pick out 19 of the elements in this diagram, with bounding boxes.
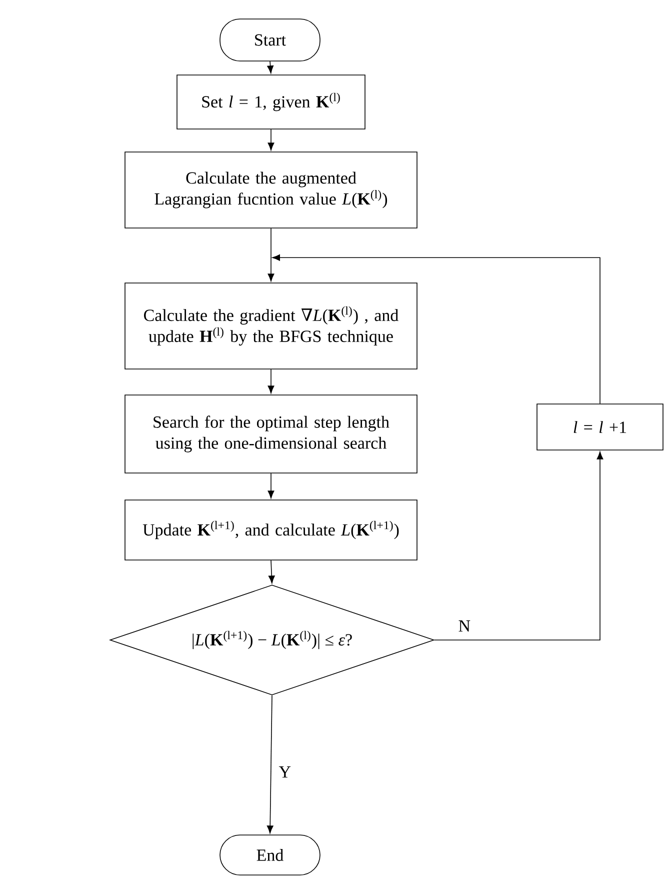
arrow [268,560,275,584]
terminal-box: Start [220,18,320,62]
edge-label: Y [278,765,292,779]
edge-label: N [457,619,472,633]
arrow [434,452,604,640]
arrow [268,369,274,394]
terminal-box: End [220,834,320,876]
process-box: Calculate the gradient ∇L(K$^{(l)}$) , and update H$^{(l)}$ by the BFGS technique [124,282,418,370]
arrow [272,254,600,404]
process-box: Update K$^{(l+1)}$, and calculate L(K$^{(l+1)}$) [124,500,418,560]
arrow [266,695,274,834]
process-box: Search for the optimal step length using the one-dimensional search [124,394,418,474]
process-box: l = l +1 [536,404,664,450]
arrow [268,473,274,498]
process-box: Calculate the augmented Lagrangian fucntion value L(K$^{(l)}$) [124,152,418,228]
arrow [268,228,274,282]
arrow [267,61,274,74]
process-box: Set l = 1, given K$^{(l)}$ [176,74,366,130]
arrow [268,129,274,150]
